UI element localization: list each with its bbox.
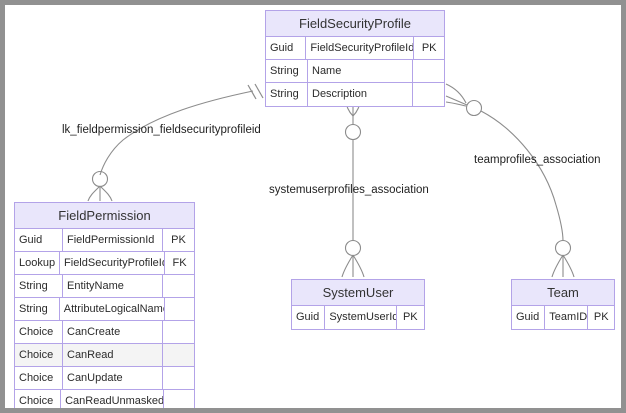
entity-fieldsecurityprofile[interactable]: FieldSecurityProfile Guid FieldSecurityP… (265, 10, 445, 107)
attribute-name: Description (308, 83, 413, 106)
cardinality-zero-fieldpermission (91, 170, 109, 188)
attribute-name: FieldPermissionId (63, 229, 163, 251)
entity-team[interactable]: Team Guid TeamID PK (511, 279, 615, 330)
attribute-row[interactable]: Lookup FieldSecurityProfileId FK (15, 252, 194, 275)
attribute-type: Choice (15, 390, 62, 408)
cardinality-many-fieldpermission (87, 185, 113, 202)
relationship-label-fieldpermission[interactable]: lk_fieldpermission_fieldsecurityprofilei… (62, 124, 261, 136)
attribute-type: Lookup (15, 252, 61, 274)
attribute-name: CanUpdate (63, 367, 163, 389)
attribute-type: Choice (15, 321, 63, 343)
attribute-row[interactable]: Choice CanRead (15, 344, 194, 367)
attribute-key (413, 60, 444, 82)
attribute-key (164, 390, 194, 408)
attribute-key (413, 83, 444, 106)
relationship-label-systemuser[interactable]: systemuserprofiles_association (269, 184, 429, 196)
attribute-name: CanCreate (63, 321, 163, 343)
cardinality-zero-fsp-systemuser (344, 123, 362, 141)
attribute-row[interactable]: Guid FieldPermissionId PK (15, 229, 194, 252)
attribute-type: String (266, 60, 308, 82)
attribute-key: PK (593, 311, 609, 323)
attribute-row[interactable]: Choice CanUpdate (15, 367, 194, 390)
attribute-name: TeamID (545, 306, 589, 329)
attribute-row[interactable]: Choice CanReadUnmasked (15, 390, 194, 408)
cardinality-zero-fsp-team (465, 99, 483, 117)
attribute-key: PK (402, 311, 418, 323)
attribute-name: EntityName (63, 275, 163, 297)
attribute-key: PK (421, 42, 437, 54)
attribute-row[interactable]: Guid SystemUserId PK (292, 306, 424, 329)
attribute-key (165, 298, 194, 320)
cardinality-zero-team (554, 239, 572, 257)
attribute-row[interactable]: Guid FieldSecurityProfileId PK (266, 37, 444, 60)
attribute-type: String (15, 275, 63, 297)
attribute-type: String (266, 83, 308, 106)
attribute-name: CanRead (63, 344, 163, 366)
cardinality-many-systemuser (341, 254, 365, 278)
entity-title-team: Team (512, 280, 614, 306)
attribute-name: FieldSecurityProfileId (60, 252, 166, 274)
attribute-name: CanReadUnmasked (61, 390, 165, 408)
attribute-type: Guid (266, 37, 307, 59)
cardinality-one-fieldsecurityprofile (247, 83, 264, 100)
attribute-name: FieldSecurityProfileId (306, 37, 415, 59)
attribute-name: Name (308, 60, 413, 82)
entity-title-fieldpermission: FieldPermission (15, 203, 194, 229)
attribute-key: FK (172, 257, 187, 269)
attribute-type: String (15, 298, 60, 320)
cardinality-zero-systemuser (344, 239, 362, 257)
attribute-name: SystemUserId (325, 306, 397, 329)
attribute-row[interactable]: String Name (266, 60, 444, 83)
attribute-row[interactable]: Choice CanCreate (15, 321, 194, 344)
attribute-type: Choice (15, 367, 63, 389)
attribute-key (163, 275, 194, 297)
attribute-type: Guid (292, 306, 326, 329)
attribute-row[interactable]: String EntityName (15, 275, 194, 298)
entity-fieldpermission[interactable]: FieldPermission Guid FieldPermissionId P… (14, 202, 195, 408)
attribute-key (163, 367, 194, 389)
attribute-row[interactable]: String Description (266, 83, 444, 106)
entity-systemuser[interactable]: SystemUser Guid SystemUserId PK (291, 279, 425, 330)
entity-title-fieldsecurityprofile: FieldSecurityProfile (266, 11, 444, 37)
relationship-label-team[interactable]: teamprofiles_association (474, 154, 601, 166)
attribute-key (163, 321, 194, 343)
cardinality-many-team (551, 254, 575, 278)
entity-title-systemuser: SystemUser (292, 280, 424, 306)
connector-team-line (480, 110, 564, 242)
attribute-type: Guid (512, 306, 546, 329)
cardinality-many-fsp-team (445, 83, 468, 107)
attribute-key (163, 344, 194, 366)
attribute-name: AttributeLogicalName (60, 298, 166, 320)
attribute-row[interactable]: Guid TeamID PK (512, 306, 614, 329)
attribute-type: Guid (15, 229, 63, 251)
attribute-key: PK (171, 234, 186, 246)
attribute-type: Choice (15, 344, 63, 366)
attribute-row[interactable]: String AttributeLogicalName (15, 298, 194, 321)
